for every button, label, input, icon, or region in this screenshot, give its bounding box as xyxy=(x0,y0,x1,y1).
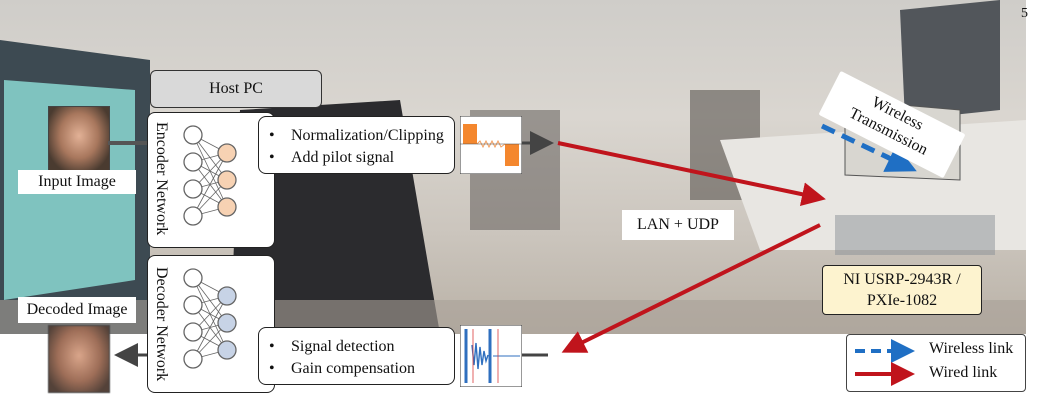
legend-wireless-label: Wireless link xyxy=(929,340,1013,358)
device-label-line: PXIe-1082 xyxy=(823,290,981,311)
legend-wired-label: Wired link xyxy=(929,364,997,382)
wired-link-to-device xyxy=(558,143,820,198)
legend-swatches xyxy=(851,339,923,389)
device-label-line: NI USRP-2943R / xyxy=(823,269,981,290)
wired-link-from-device xyxy=(567,225,820,350)
device-label-box: NI USRP-2943R / PXIe-1082 xyxy=(822,265,982,315)
lan-udp-label: LAN + UDP xyxy=(622,210,734,240)
legend: Wireless link Wired link xyxy=(846,334,1026,392)
